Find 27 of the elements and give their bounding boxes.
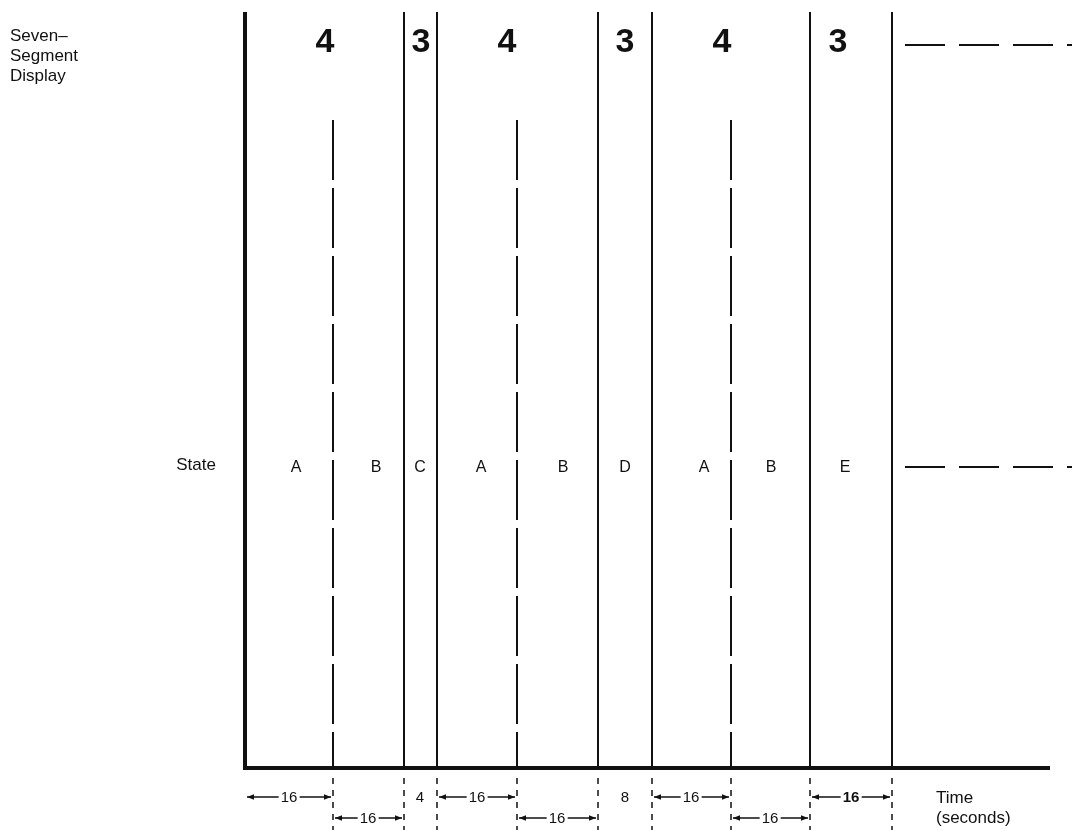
dimension-value: 16: [759, 810, 781, 826]
state-letter: D: [619, 458, 631, 476]
row-heading: Seven–Segment Display: [10, 26, 80, 86]
state-letter: A: [290, 458, 302, 476]
dimension-value: 4: [413, 789, 427, 805]
dimension-value: 16: [840, 789, 862, 805]
state-letter: B: [557, 458, 569, 476]
display-digit: 4: [712, 20, 732, 60]
axis-title: Time (seconds): [936, 788, 1012, 828]
dimension-value: 16: [680, 789, 702, 805]
dimension-value: 16: [357, 810, 379, 826]
state-letter: E: [839, 458, 851, 476]
dimension-value: 16: [546, 810, 568, 826]
display-digit: 4: [497, 20, 517, 60]
display-digit: 3: [615, 20, 635, 60]
state-letter: B: [370, 458, 382, 476]
row-heading: State: [176, 455, 216, 475]
display-digit: 3: [828, 20, 848, 60]
state-letter: A: [698, 458, 710, 476]
dimension-value: 8: [618, 789, 632, 805]
display-digit: 4: [315, 20, 335, 60]
display-digit: 3: [411, 20, 431, 60]
dimension-value: 16: [466, 789, 488, 805]
state-letter: A: [475, 458, 487, 476]
state-letter: C: [414, 458, 426, 476]
state-letter: B: [765, 458, 777, 476]
dimension-value: 16: [278, 789, 300, 805]
